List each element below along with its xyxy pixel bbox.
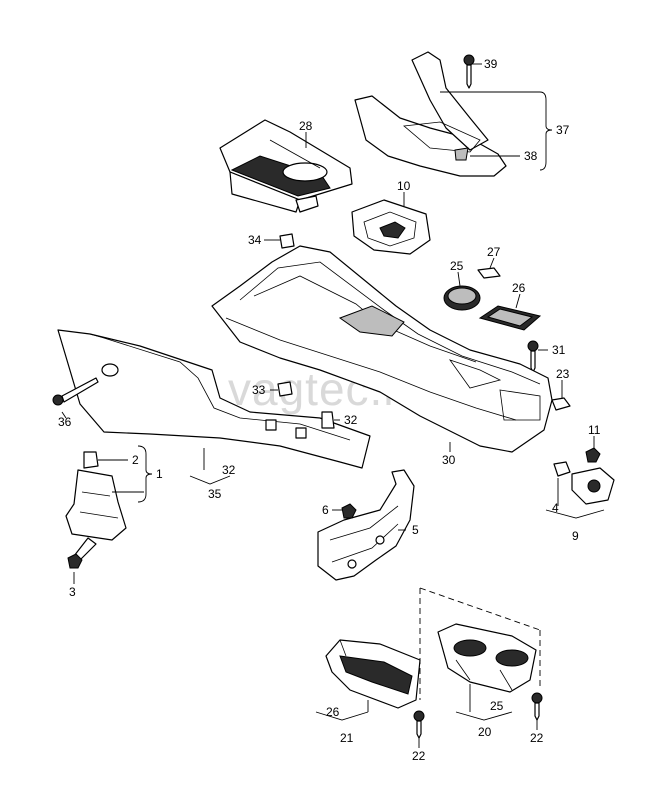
callout-30: 30 [442,453,456,467]
callout-23: 23 [556,367,570,381]
callout-26: 26 [512,281,526,295]
bracket-5 [317,469,415,581]
callout-5: 5 [412,523,419,537]
callout-20: 20 [478,725,492,739]
callout-33: 33 [252,383,266,397]
callout-2: 2 [132,453,139,467]
bracket-9 [553,461,615,505]
callout-37: 37 [556,123,570,137]
callout-32-lower: 32 [222,463,236,477]
callout-31: 31 [552,343,566,357]
screw-36 [52,377,99,406]
storage-box [325,639,421,709]
clip-33 [277,381,293,397]
bracket-1 [65,451,127,561]
callout-21: 21 [340,731,354,745]
callout-9: 9 [572,529,579,543]
round-mat [443,285,481,311]
nut-6 [341,503,357,519]
callout-25: 25 [450,259,464,273]
insert-tray [219,119,353,213]
callout-labels: 39 37 38 28 10 34 27 25 26 31 33 23 36 3… [58,57,601,763]
screw-31 [527,340,539,373]
callout-36: 36 [58,415,72,429]
nut-3 [67,553,83,569]
cup-holder [437,623,537,693]
clip-34 [279,233,295,249]
callout-35: 35 [208,487,222,501]
callout-27: 27 [487,245,501,259]
callout-25-lower: 25 [490,699,504,713]
callout-34: 34 [248,233,262,247]
callout-3: 3 [69,585,76,599]
callout-6: 6 [322,503,329,517]
nut-11 [585,447,601,463]
callout-28: 28 [299,119,313,133]
callout-39: 39 [484,57,498,71]
shift-boot [351,199,431,255]
screw-39 [463,54,475,89]
callout-38: 38 [524,149,538,163]
callout-22-right: 22 [530,731,544,745]
callout-22-left: 22 [412,749,426,763]
leader-lines [61,63,605,748]
assembly-lines [419,587,541,700]
clip-27 [477,267,501,279]
callout-26-lower: 26 [326,705,340,719]
callout-1: 1 [156,467,163,481]
screw-22-a [413,710,425,739]
callout-32-upper: 32 [344,413,358,427]
callout-4: 4 [552,501,559,515]
centre-console [211,245,571,453]
callout-11: 11 [588,423,601,437]
callout-10: 10 [397,179,411,193]
screw-22-b [531,692,543,721]
rect-mat [478,305,542,331]
front-trim-panel [354,51,507,177]
side-panel [57,329,371,469]
